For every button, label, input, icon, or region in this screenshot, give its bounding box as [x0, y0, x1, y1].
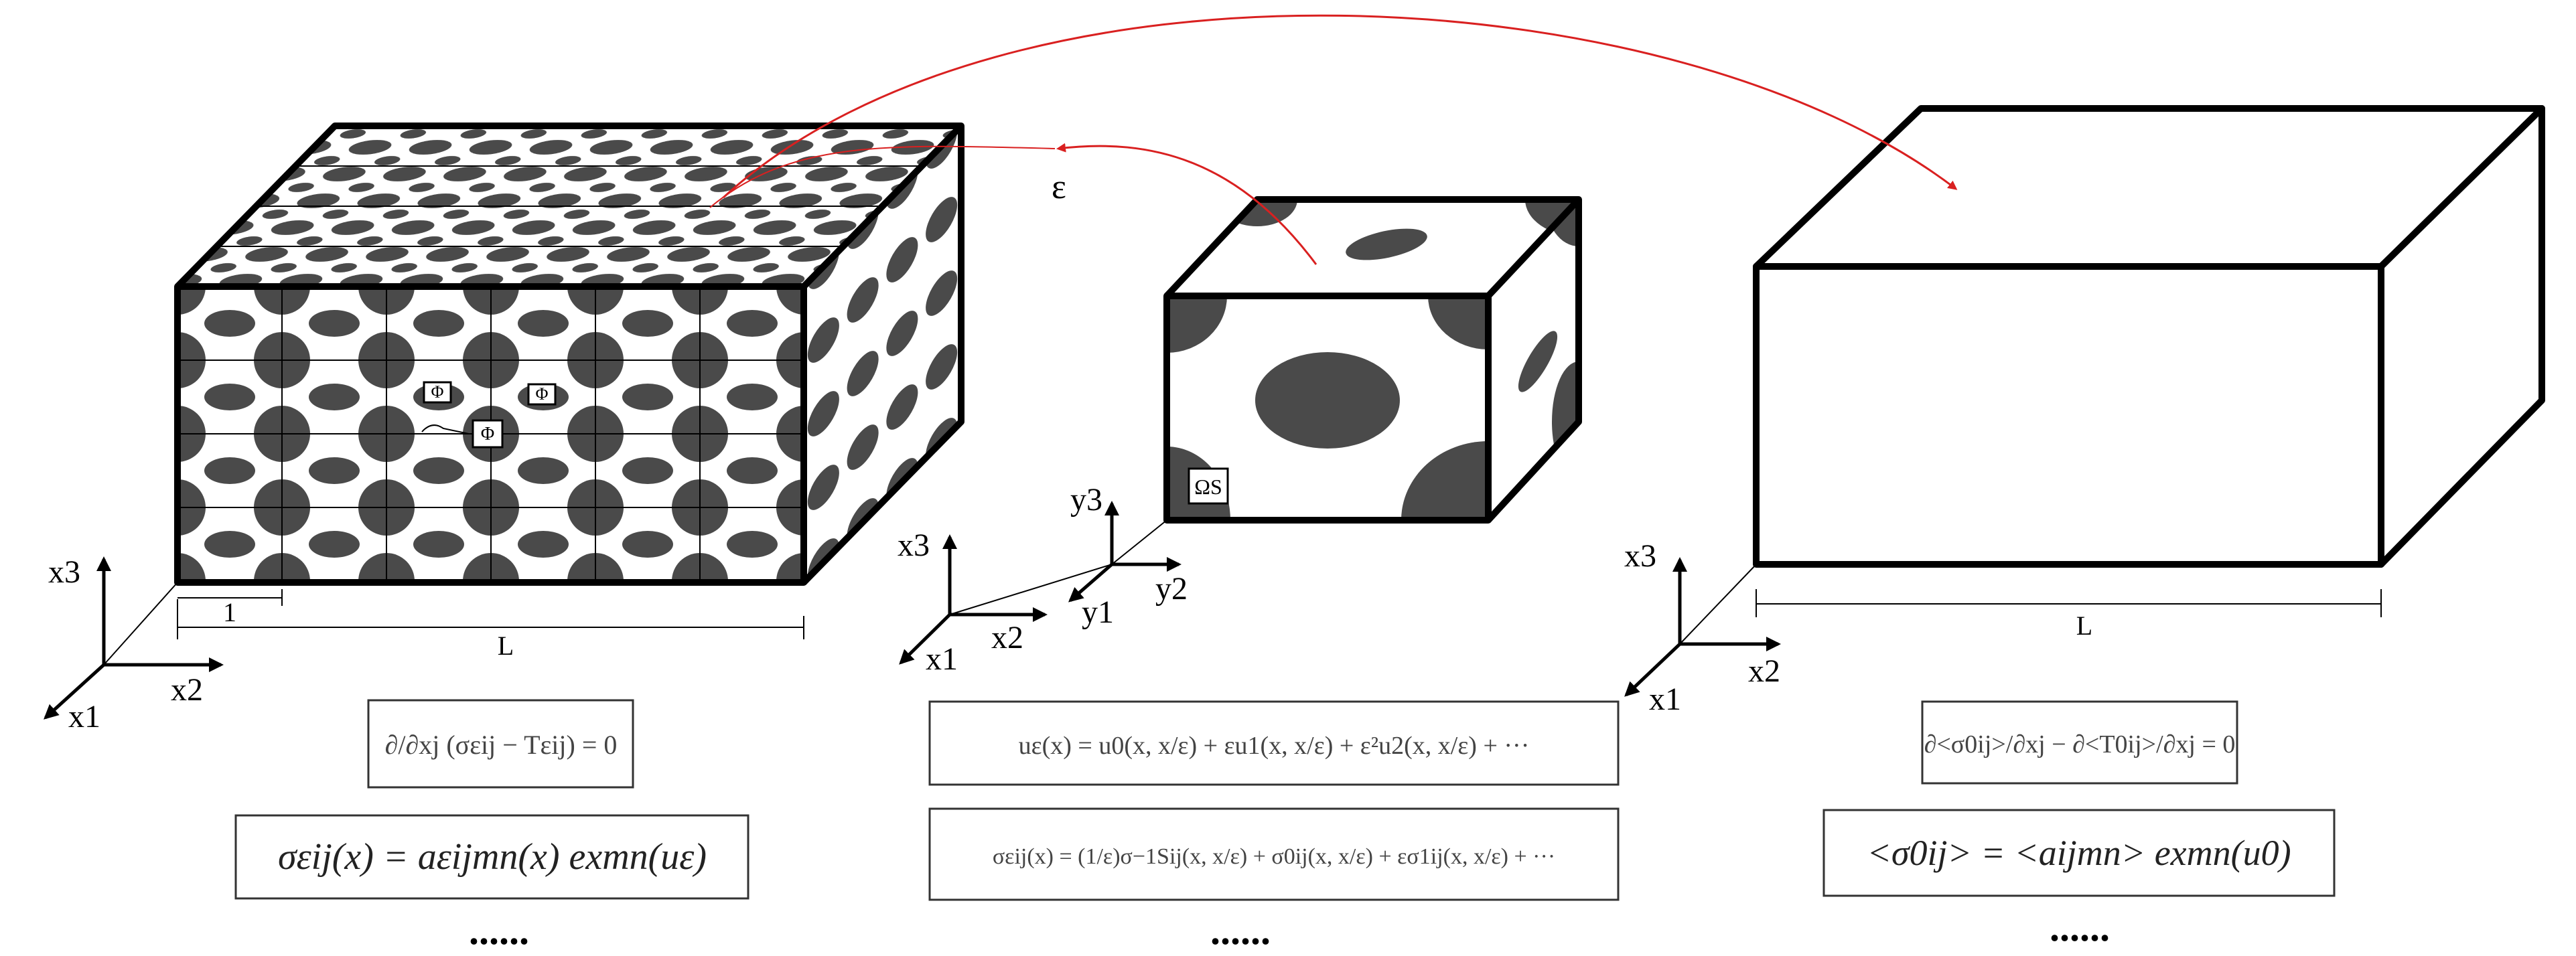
- left-dimensions: [177, 589, 804, 639]
- middle-axis-x2: x2: [991, 620, 1023, 655]
- phi-label-3: Φ: [481, 424, 494, 445]
- matrix-inclusion: [622, 457, 673, 484]
- left-axis-x2: x2: [171, 672, 203, 708]
- matrix-inclusion: [727, 310, 778, 337]
- matrix-inclusion: [413, 310, 464, 337]
- matrix-inclusion: [204, 384, 255, 410]
- phi-label-2: Φ: [535, 384, 548, 404]
- side-inclusion: [886, 237, 918, 283]
- middle-axes: [899, 501, 1182, 665]
- matrix-inclusion: [309, 384, 360, 410]
- stress-expansion: σεij(x) = (1/ε)σ−1Sij(x, x/ε) + σ0ij(x, …: [993, 844, 1555, 869]
- homogenized-equilibrium: ∂<σ0ij>/∂xj − ∂<T0ij>/∂xj = 0: [1924, 730, 2236, 759]
- side-inclusion: [807, 391, 839, 436]
- left-ellipsis: ......: [469, 908, 529, 953]
- fiber-inclusion: [177, 553, 206, 582]
- epsilon-scale-arrow: [1056, 143, 1317, 265]
- right-length-label: L: [2076, 611, 2092, 641]
- side-inclusion: [847, 351, 879, 396]
- side-inclusion: [926, 197, 958, 242]
- matrix-inclusion: [518, 310, 569, 337]
- unit-cell-length-label: 1: [223, 597, 236, 627]
- periodic-cell-markers: Φ Φ Φ: [421, 381, 557, 449]
- middle-axis-x1: x1: [926, 641, 958, 677]
- middle-axis-x3: x3: [898, 528, 930, 563]
- matrix-inclusion: [727, 384, 778, 410]
- side-inclusion: [847, 277, 879, 323]
- scale-arrows: [709, 14, 1958, 265]
- side-inclusion: [807, 465, 839, 510]
- left-axes: [44, 556, 224, 720]
- right-ellipsis: ......: [2050, 905, 2110, 949]
- side-inclusion: [926, 270, 958, 316]
- left-axis-x1: x1: [68, 699, 100, 734]
- side-inclusion: [926, 344, 958, 390]
- fiber-inclusion: [177, 287, 206, 315]
- composite-block: Φ Φ Φ: [174, 123, 964, 586]
- side-inclusion: [886, 311, 918, 356]
- middle-ellipsis: ......: [1210, 908, 1271, 953]
- matrix-inclusion: [309, 531, 360, 558]
- phi-label-1: Φ: [431, 382, 443, 402]
- matrix-inclusion: [518, 531, 569, 558]
- epsilon-label: ε: [1052, 168, 1066, 206]
- matrix-inclusion: [309, 457, 360, 484]
- matrix-inclusion: [622, 531, 673, 558]
- matrix-inclusion: [204, 457, 255, 484]
- top-face-inclusions: [177, 126, 961, 287]
- unit-cell: ΩS: [1163, 196, 1582, 524]
- matrix-inclusion: [727, 457, 778, 484]
- left-axis-x3: x3: [48, 554, 80, 590]
- matrix-inclusion: [413, 457, 464, 484]
- side-inclusion: [807, 317, 839, 363]
- homogenization-arrow: [722, 14, 1958, 199]
- displacement-expansion: uε(x) = u0(x, x/ε) + εu1(x, x/ε) + ε²u2(…: [1019, 732, 1530, 760]
- left-length-label: L: [498, 631, 514, 661]
- side-inclusion: [886, 384, 918, 430]
- equilibrium-equation: ∂/∂xj (σεij − Tεij) = 0: [385, 730, 618, 760]
- constitutive-equation: σεij(x) = aεijmn(x) exmn(uε): [278, 836, 707, 878]
- right-axis-x1: x1: [1649, 682, 1681, 717]
- right-axis-x3: x3: [1624, 538, 1656, 574]
- matrix-inclusion: [309, 310, 360, 337]
- matrix-inclusion: [622, 310, 673, 337]
- right-dimensions: [1756, 589, 2382, 617]
- matrix-inclusion: [518, 457, 569, 484]
- homogenized-constitutive: <σ0ij> = <aijmn> exmn(u0): [1867, 833, 2291, 873]
- homogenized-block: [1753, 105, 2545, 568]
- matrix-inclusion: [204, 531, 255, 558]
- omega-s-label: ΩS: [1194, 475, 1222, 499]
- side-inclusion: [847, 424, 879, 470]
- equation-boxes: [234, 699, 2336, 901]
- matrix-inclusion: [622, 384, 673, 410]
- fiber-inclusion: [776, 553, 804, 582]
- right-axes: [1624, 557, 1781, 697]
- middle-axis-y1: y1: [1082, 594, 1114, 630]
- fiber-inclusion: [776, 287, 804, 315]
- matrix-inclusion: [727, 531, 778, 558]
- matrix-inclusion: [204, 310, 255, 337]
- middle-axis-y3: y3: [1070, 482, 1102, 517]
- right-axis-x2: x2: [1748, 653, 1780, 689]
- matrix-inclusion: [413, 531, 464, 558]
- middle-axis-y2: y2: [1155, 571, 1188, 607]
